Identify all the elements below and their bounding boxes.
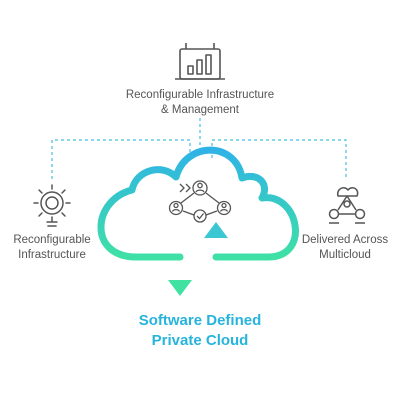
title-line1: Software Defined — [138, 312, 262, 329]
label-top-line1: Reconfigurable Infrastructure — [125, 89, 275, 101]
diagram-title: Software Defined Private Cloud — [100, 311, 300, 351]
title-line2: Private Cloud — [151, 332, 249, 349]
label-left-line2: Infrastructure — [18, 249, 86, 261]
cloud-outline — [97, 146, 299, 261]
label-right: Delivered Across Multicloud — [290, 233, 400, 263]
people-network-icon — [168, 180, 232, 223]
gear-bulb-icon — [33, 184, 71, 227]
bar-chart-icon — [175, 43, 225, 80]
connector-left — [51, 139, 191, 180]
label-right-line1: Delivered Across — [301, 234, 389, 246]
multicloud-network-icon — [328, 187, 366, 224]
down-flow-arrow — [168, 257, 192, 296]
label-right-line2: Multicloud — [319, 249, 371, 261]
label-top: Reconfigurable Infrastructure & Manageme… — [100, 88, 300, 118]
label-left: Reconfigurable Infrastructure — [2, 233, 102, 263]
up-flow-arrow — [204, 222, 228, 257]
label-left-line1: Reconfigurable — [13, 234, 91, 246]
label-top-line2: & Management — [161, 104, 239, 116]
